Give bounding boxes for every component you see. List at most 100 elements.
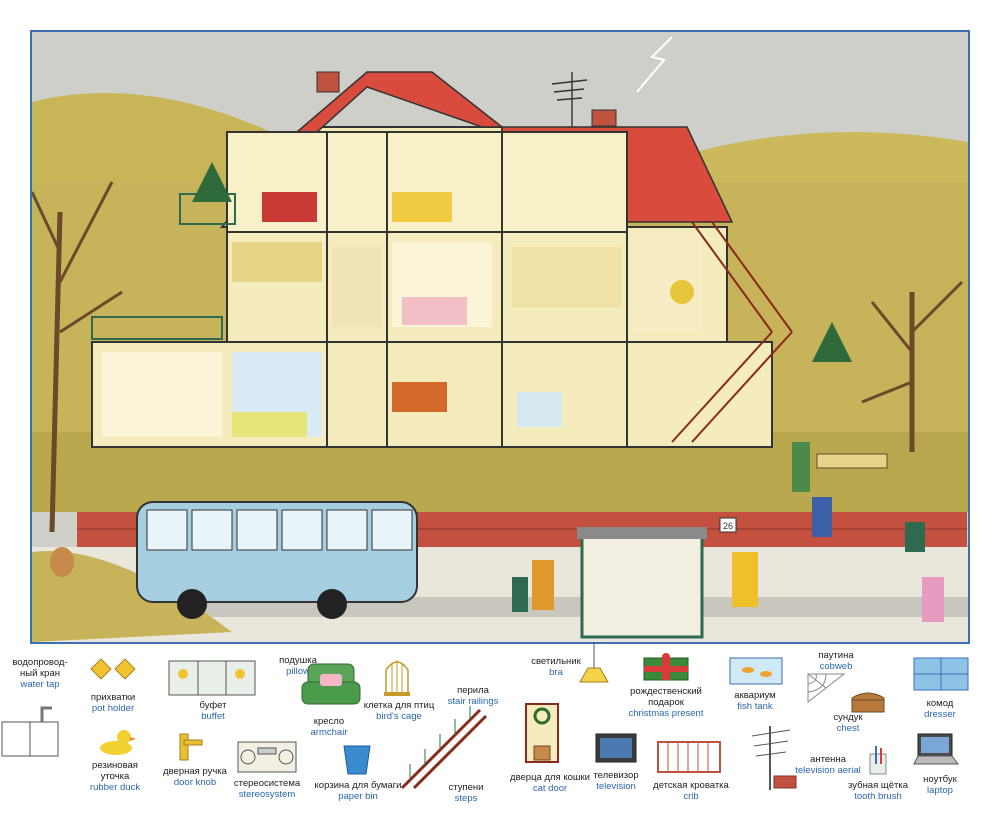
- label-ru: телевизор: [593, 770, 639, 781]
- label-en: bird's cage: [376, 711, 422, 722]
- label-en: stair railings: [447, 696, 499, 707]
- stair-railings-icon: [400, 706, 488, 790]
- label-ru: зубная щётка: [848, 780, 908, 791]
- glossary-pillow: подушка pillow: [268, 655, 328, 677]
- glossary-tooth-brush: зубная щётка tooth brush: [836, 780, 920, 802]
- label-ru: корзина для бумаги: [314, 780, 402, 791]
- glossary-pot-holder: прихватки pot holder: [80, 692, 146, 714]
- people: [512, 442, 944, 622]
- label-ru: подушка: [279, 655, 317, 666]
- label-ru: антенна: [810, 754, 846, 765]
- glossary-crib: детская кроватка crib: [646, 780, 736, 802]
- toothbrush-icon: [869, 746, 887, 775]
- glossary-cat-door: дверца для кошки cat door: [502, 772, 598, 794]
- label-en: fish tank: [737, 701, 773, 712]
- label-ru: паутина: [818, 650, 854, 661]
- label-en: stereosystem: [238, 789, 296, 800]
- glossary-bra: светильник bra: [526, 656, 586, 678]
- label-en: buffet: [201, 711, 225, 722]
- label-ru: светильник: [531, 656, 581, 667]
- label-en: steps: [454, 793, 478, 804]
- laptop-icon: [913, 733, 959, 765]
- label-ru: прихватки: [90, 692, 136, 703]
- tv-icon: [595, 733, 637, 763]
- glossary-water-tap: водопровод- ный кран water tap: [2, 657, 78, 690]
- pot-holder-icon: [90, 658, 136, 680]
- glossary-stereosystem: стереосистема stereosystem: [228, 778, 306, 800]
- chimney: [316, 71, 340, 93]
- label-en: tooth brush: [854, 791, 902, 802]
- label-en: laptop: [927, 785, 953, 796]
- glossary-paper-bin: корзина для бумаги paper bin: [306, 780, 410, 802]
- chimney-2: [591, 109, 617, 127]
- bed-pink: [402, 297, 467, 325]
- crib-icon: [657, 741, 721, 773]
- cobweb-icon: [807, 673, 846, 704]
- label-en: chest: [836, 723, 860, 734]
- label-ru: дверца для кошки: [510, 772, 590, 783]
- present-icon: [643, 653, 689, 681]
- bus-stop: [580, 530, 704, 639]
- label-ru: сундук: [833, 712, 863, 723]
- wheel: [317, 589, 347, 619]
- glossary-steps: ступени steps: [436, 782, 496, 804]
- chest-icon: [851, 692, 885, 713]
- glossary-fish-tank: аквариум fish tank: [718, 690, 792, 712]
- label-ru: ступени: [448, 782, 484, 793]
- label-ru: комод: [926, 698, 954, 709]
- label-en: armchair: [310, 727, 348, 738]
- water-tap-icon: [1, 706, 59, 757]
- label-ru: стереосистема: [233, 778, 301, 789]
- wheel: [177, 589, 207, 619]
- glossary-stair-railings: перила stair railings: [438, 685, 508, 707]
- glossary-laptop: ноутбук laptop: [910, 774, 970, 796]
- label-ru: резиновая уточка: [92, 760, 138, 782]
- label-en: paper bin: [338, 791, 378, 802]
- glossary-television-aerial: антенна television aerial: [778, 754, 878, 776]
- sofa: [392, 382, 447, 412]
- tv-aerial: [551, 72, 588, 127]
- glossary-chest: сундук chest: [820, 712, 876, 734]
- label-ru: буфет: [199, 700, 227, 711]
- outside-stairs: [671, 221, 793, 443]
- label-en: dresser: [924, 709, 956, 720]
- armchair-icon: [301, 663, 361, 705]
- label-en: bra: [549, 667, 563, 678]
- glossary-rubber-duck: резиновая уточка rubber duck: [80, 760, 150, 793]
- label-en: water tap: [20, 679, 60, 690]
- label-ru: водопровод- ный кран: [12, 657, 68, 679]
- label-en: television: [596, 781, 636, 792]
- glossary-christmas-present: рождественский подарок christmas present: [616, 686, 716, 719]
- label-en: cat door: [532, 783, 568, 794]
- glossary-buffet: буфет buffet: [178, 700, 248, 722]
- bed: [262, 192, 317, 222]
- label-en: christmas present: [628, 708, 704, 719]
- dresser-icon: [913, 657, 969, 691]
- roof-left: [294, 71, 505, 133]
- label-en: television aerial: [795, 765, 861, 776]
- fish-tank-icon: [729, 657, 783, 685]
- label-en: crib: [683, 791, 699, 802]
- glossary-dresser: комод dresser: [912, 698, 968, 720]
- label-ru: аквариум: [734, 690, 776, 701]
- label-ru: рождественский подарок: [630, 686, 702, 708]
- label-ru: детская кроватка: [653, 780, 729, 791]
- glossary-cobweb: паутина cobweb: [808, 650, 864, 672]
- glossary-door-knob: дверная ручка door knob: [150, 766, 240, 788]
- stereo-icon: [237, 741, 297, 773]
- house-number: 26: [723, 521, 733, 531]
- glossary-birds-cage: клетка для птиц bird's cage: [358, 700, 440, 722]
- label-en: pot holder: [91, 703, 135, 714]
- label-ru: клетка для птиц: [363, 700, 435, 711]
- rubber-duck-icon: [100, 730, 136, 755]
- birdcage-icon: [384, 660, 410, 696]
- label-en: door knob: [173, 777, 217, 788]
- label-en: pillow: [286, 666, 310, 677]
- glossary-television: телевизор television: [584, 770, 648, 792]
- label-ru: кресло: [313, 716, 345, 727]
- label-en: cobweb: [819, 661, 853, 672]
- paper-bin-icon: [343, 745, 371, 775]
- aerial-icon: [751, 726, 797, 790]
- label-ru: дверная ручка: [163, 766, 227, 777]
- buffet-icon: [168, 660, 256, 696]
